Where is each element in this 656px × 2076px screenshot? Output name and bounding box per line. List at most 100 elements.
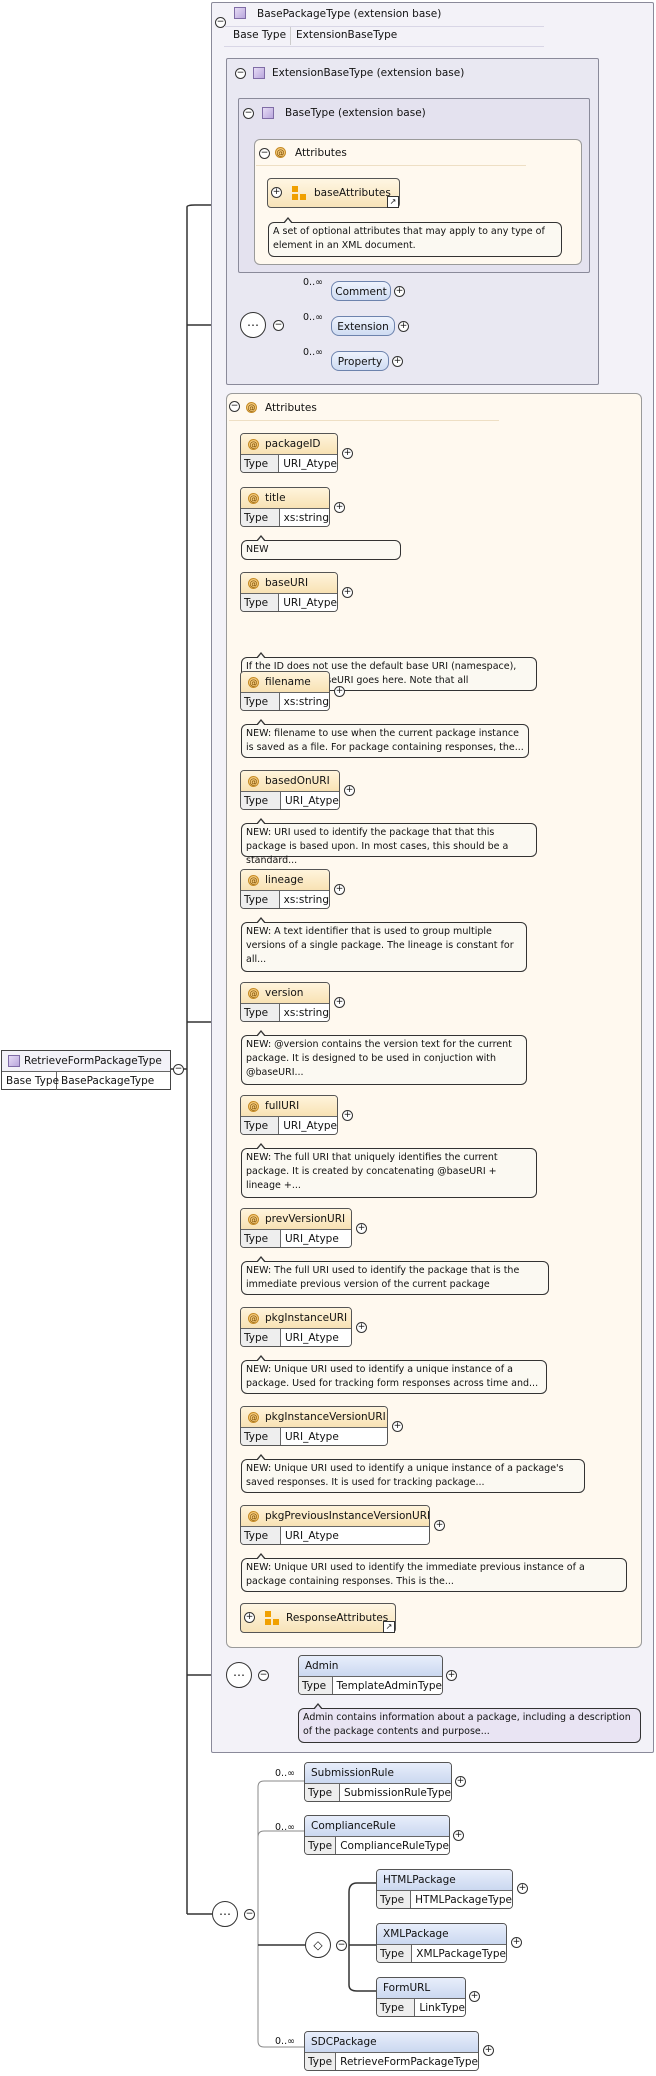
attribute-name: title: [265, 492, 286, 504]
type-label: Type: [241, 792, 281, 809]
root-type-header: RetrieveFormPackageType: [2, 1051, 170, 1071]
link-icon[interactable]: ↗: [383, 1621, 395, 1633]
attribute-expand-icon[interactable]: +: [334, 686, 345, 697]
attribute-header: @filename: [241, 672, 329, 692]
base-attributes-group[interactable]: + baseAttributes ↗: [267, 178, 400, 208]
submission-rule-expand-icon[interactable]: +: [455, 1776, 466, 1787]
sequence-icon[interactable]: ⋯: [226, 1662, 252, 1688]
property-expand-icon[interactable]: +: [392, 356, 403, 367]
submission-rule-element[interactable]: SubmissionRule Type SubmissionRuleType: [304, 1762, 452, 1802]
root-type-box[interactable]: RetrieveFormPackageType Base Type BasePa…: [1, 1050, 171, 1090]
attribute-name: fullURI: [265, 1100, 300, 1112]
attribute-name: prevVersionURI: [265, 1213, 346, 1225]
complex-type-icon: [234, 7, 246, 19]
attribute-expand-icon[interactable]: +: [392, 1421, 403, 1432]
xml-package-name: XMLPackage: [377, 1924, 506, 1944]
form-url-expand-icon[interactable]: +: [469, 1991, 480, 2002]
type-value: xs:string: [279, 1004, 329, 1021]
compliance-rule-element[interactable]: ComplianceRule Type ComplianceRuleType: [304, 1815, 450, 1855]
base-type-collapse-icon[interactable]: −: [243, 108, 254, 119]
html-package-expand-icon[interactable]: +: [517, 1883, 528, 1894]
attribute-expand-icon[interactable]: +: [334, 884, 345, 895]
choice-collapse-icon[interactable]: −: [336, 1940, 347, 1951]
admin-type-row: Type TemplateAdminType: [299, 1676, 442, 1694]
attribute-expand-icon[interactable]: +: [342, 448, 353, 459]
type-label: Type: [241, 509, 280, 526]
xml-package-expand-icon[interactable]: +: [511, 1937, 522, 1948]
sdc-package-type-row: Type RetrieveFormPackageType: [305, 2052, 478, 2070]
inner-attributes-collapse-icon[interactable]: −: [259, 148, 270, 159]
attribute-annotation: NEW: URI used to identify the package th…: [241, 818, 537, 866]
sequence-icon[interactable]: ⋯: [240, 312, 266, 338]
attribute-expand-icon[interactable]: +: [356, 1223, 367, 1234]
root-collapse-icon[interactable]: −: [173, 1064, 184, 1075]
link-icon[interactable]: ↗: [387, 196, 399, 208]
property-element[interactable]: Property: [331, 351, 389, 371]
form-url-element[interactable]: FormURL Type LinkType: [376, 1977, 466, 2017]
attributes-collapse-icon[interactable]: −: [229, 401, 240, 412]
base-package-collapse-icon[interactable]: −: [215, 17, 226, 28]
type-label: Type: [305, 2053, 337, 2070]
extension-expand-icon[interactable]: +: [398, 321, 409, 332]
sdc-package-expand-icon[interactable]: +: [483, 2045, 494, 2056]
attribute-annotation: NEW: A text identifier that is used to g…: [241, 917, 527, 972]
outer-sequence-collapse-icon[interactable]: −: [244, 1909, 255, 1920]
sdc-package-element[interactable]: SDCPackage Type RetrieveFormPackageType: [304, 2031, 479, 2071]
type-value: LinkType: [415, 1999, 465, 2016]
attribute-expand-icon[interactable]: +: [334, 997, 345, 1008]
sequence-collapse-icon[interactable]: −: [273, 320, 284, 331]
sequence-icon[interactable]: ⋯: [212, 1901, 238, 1927]
base-attributes-label: baseAttributes: [314, 187, 391, 199]
attribute-expand-icon[interactable]: +: [342, 1110, 353, 1121]
expand-icon[interactable]: +: [244, 1612, 255, 1623]
extension-base-collapse-icon[interactable]: −: [235, 68, 246, 79]
attribute-header: @ pkgInstanceURI: [241, 1308, 351, 1328]
extension-element[interactable]: Extension: [331, 316, 395, 336]
admin-expand-icon[interactable]: +: [446, 1670, 457, 1681]
attribute-expand-icon[interactable]: +: [356, 1322, 367, 1333]
admin-element[interactable]: Admin Type TemplateAdminType: [298, 1655, 443, 1695]
attribute-group-icon: [265, 1611, 271, 1617]
choice-icon[interactable]: ◇: [305, 1932, 331, 1958]
attribute-icon: @: [248, 1313, 259, 1324]
admin-sequence-collapse-icon[interactable]: −: [258, 1670, 269, 1681]
attribute-header: @lineage: [241, 870, 329, 890]
comment-element[interactable]: Comment: [331, 281, 391, 301]
attribute-expand-icon[interactable]: +: [334, 502, 345, 513]
attribute-expand-icon[interactable]: +: [342, 587, 353, 598]
type-value: xs:string: [279, 891, 329, 908]
attribute-icon: @: [248, 677, 259, 688]
compliance-rule-expand-icon[interactable]: +: [453, 1830, 464, 1841]
compliance-rule-occurrence: 0..∞: [275, 1822, 295, 1833]
expand-icon[interactable]: +: [271, 187, 282, 198]
xml-package-element[interactable]: XMLPackage Type XMLPackageType: [376, 1923, 507, 1963]
property-occurrence: 0..∞: [303, 347, 323, 358]
comment-expand-icon[interactable]: +: [394, 286, 405, 297]
base-package-divider: [290, 27, 291, 45]
type-value: xs:string: [279, 509, 329, 526]
attribute-expand-icon[interactable]: +: [344, 785, 355, 796]
html-package-element[interactable]: HTMLPackage Type HTMLPackageType: [376, 1869, 513, 1909]
attribute-expand-icon[interactable]: +: [434, 1520, 445, 1531]
attribute-name: pkgInstanceURI: [265, 1312, 348, 1324]
response-attributes-group[interactable]: + ResponseAttributes ↗: [240, 1603, 396, 1633]
attribute-header: @title: [241, 488, 329, 508]
html-package-type-row: Type HTMLPackageType: [377, 1890, 512, 1908]
